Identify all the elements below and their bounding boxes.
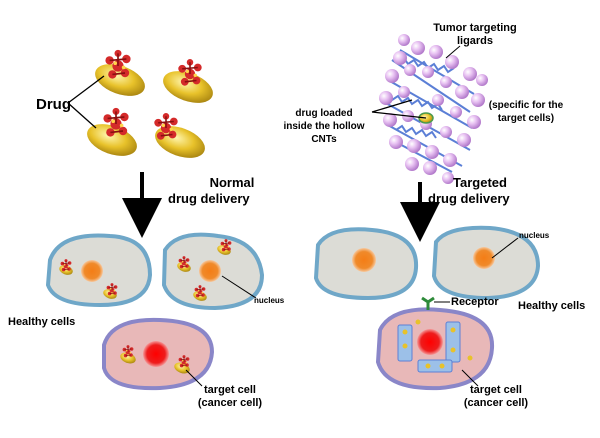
drug-capsule bbox=[193, 284, 207, 301]
drug-capsule bbox=[174, 354, 190, 374]
ligands-label-1: Tumor targeting bbox=[433, 22, 517, 34]
normal-arrow-label-1: Normal bbox=[209, 175, 255, 190]
healthy-cell bbox=[431, 225, 541, 301]
cell-nucleus bbox=[81, 260, 103, 282]
drug-loaded-label-1: drug loaded bbox=[295, 108, 353, 119]
drug-capsule bbox=[217, 238, 232, 255]
drug-capsule bbox=[103, 282, 118, 299]
nanotube bbox=[445, 321, 461, 363]
ligands-label-2: ligards bbox=[456, 35, 494, 47]
target-cell-pointer bbox=[461, 369, 479, 387]
targeted-arrow-label-1: Targeted bbox=[453, 175, 507, 190]
drug-capsule bbox=[153, 112, 205, 158]
specific-label-1: (specific for the bbox=[488, 100, 564, 111]
healthy-cell bbox=[313, 227, 419, 301]
cancer-cell bbox=[375, 307, 495, 391]
target-cell-label-left-1: target cell bbox=[204, 384, 256, 396]
receptor-icon bbox=[421, 296, 435, 310]
targeted-arrow-label-2: drug delivery bbox=[428, 191, 510, 206]
ligand-pointer bbox=[445, 45, 461, 59]
receptor-label: Receptor bbox=[451, 296, 499, 308]
cell-nucleus bbox=[473, 247, 495, 269]
drug-label: Drug bbox=[36, 96, 71, 113]
healthy-cell bbox=[161, 232, 265, 311]
cell-nucleus bbox=[417, 329, 443, 355]
target-cell-pointer bbox=[185, 369, 203, 387]
healthy-cells-label-right: Healthy cells bbox=[518, 300, 586, 312]
drug-pointer-lines bbox=[67, 75, 105, 129]
cell-nucleus bbox=[199, 260, 221, 282]
healthy-cells-label-left: Healthy cells bbox=[8, 316, 76, 328]
drug-loaded-pointer bbox=[371, 99, 427, 119]
nucleus-label-right: nucleus bbox=[519, 231, 550, 240]
target-cell-label-right-2: (cancer cell) bbox=[463, 397, 529, 409]
nucleus-pointer bbox=[491, 237, 519, 259]
drug-capsule bbox=[59, 258, 73, 275]
drug-capsule bbox=[120, 344, 136, 364]
drug-capsule bbox=[87, 107, 137, 156]
drug-loaded-label-2: inside the hollow bbox=[283, 121, 365, 132]
drug-loaded-label-3: CNTs bbox=[311, 134, 337, 145]
drug-capsule bbox=[95, 49, 145, 96]
nanotube bbox=[417, 359, 453, 373]
target-cell-label-left-2: (cancer cell) bbox=[197, 397, 263, 409]
specific-label-2: target cells) bbox=[497, 113, 555, 124]
drug-capsule bbox=[177, 255, 191, 272]
cancer-cell bbox=[102, 317, 215, 391]
nucleus-pointer bbox=[221, 275, 257, 299]
cell-nucleus bbox=[143, 341, 169, 367]
normal-arrow-label-2: drug delivery bbox=[168, 191, 250, 206]
nanotube bbox=[397, 324, 413, 362]
healthy-cell bbox=[45, 233, 153, 308]
targeted-carbon-nanotube-cluster bbox=[379, 34, 488, 184]
cell-nucleus bbox=[352, 248, 376, 272]
nucleus-label-left: nucleus bbox=[254, 296, 285, 305]
target-cell-label-right-1: target cell bbox=[470, 384, 522, 396]
drug-capsule bbox=[163, 58, 213, 103]
